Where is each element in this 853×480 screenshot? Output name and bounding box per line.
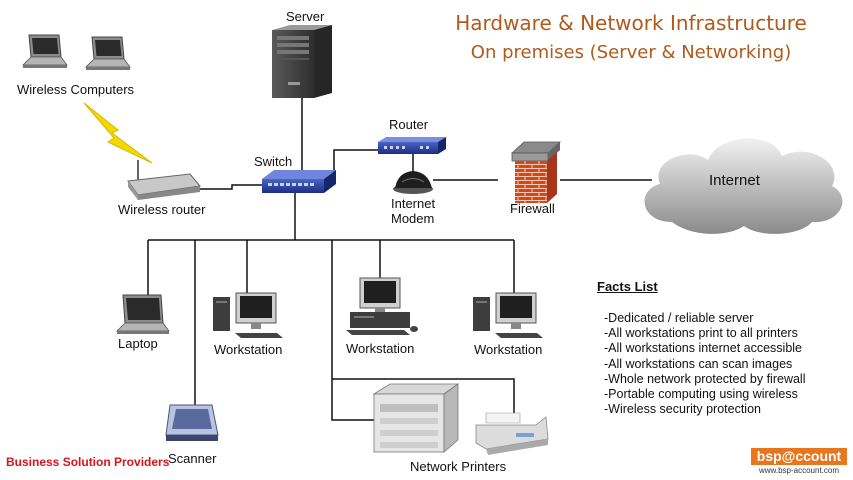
wireless-router-icon <box>127 160 201 200</box>
server-icon <box>272 25 332 98</box>
printer2-link <box>332 378 515 418</box>
workstation-icon <box>346 277 418 335</box>
workstation-label-1: Workstation <box>214 342 283 357</box>
firewall-label: Firewall <box>510 201 555 216</box>
printer-bus-drop <box>331 240 376 421</box>
switch-icon <box>262 170 336 193</box>
fact-item: -Whole network protected by firewall <box>604 371 806 386</box>
modem-label-line1: Internet <box>391 196 436 211</box>
switch-router-link <box>333 149 378 176</box>
modem-label-line2: Modem <box>391 211 435 226</box>
wireless-laptop-icon <box>85 36 131 70</box>
scanner-icon <box>165 404 219 441</box>
scanner-label: Scanner <box>168 451 217 466</box>
diagram-subtitle: On premises (Server & Networking) <box>470 42 792 63</box>
modem-icon <box>393 171 433 194</box>
fact-item: -Wireless security protection <box>604 402 761 417</box>
firewall-icon <box>510 141 562 203</box>
logo-text: bsp@ccount <box>751 448 847 465</box>
wireless-signal-icon <box>83 102 153 164</box>
facts-list: -Dedicated / reliable server -All workst… <box>604 311 805 417</box>
workstation-icon <box>213 292 283 338</box>
fact-item: -All workstations print to all printers <box>604 326 798 341</box>
company-name: Business Solution Providers <box>6 455 170 469</box>
workstation-icon <box>473 292 543 338</box>
diagram-title: Hardware & Network Infrastructure <box>455 11 807 35</box>
router-icon <box>378 137 446 154</box>
logo-url: www.bsp-account.com <box>758 466 840 475</box>
workstation-label-2: Workstation <box>346 341 415 356</box>
printer-icon <box>372 383 460 453</box>
facts-heading: Facts List <box>597 279 658 294</box>
laptop-label: Laptop <box>118 336 158 351</box>
internet-label: Internet <box>709 172 760 189</box>
internet-cloud-icon <box>644 138 843 234</box>
wireless-laptop-icon <box>22 34 68 68</box>
brand-logo: bsp@ccount www.bsp-account.com <box>751 448 847 476</box>
network-printers-label: Network Printers <box>410 459 507 474</box>
laptop-icon <box>116 294 170 334</box>
connection-lines <box>147 98 652 421</box>
printer-icon <box>475 412 549 455</box>
fact-item: -Portable computing using wireless <box>604 387 798 402</box>
fact-item: -All workstations internet accessible <box>604 341 802 356</box>
wireless-router-label: Wireless router <box>118 202 206 217</box>
workstation-label-3: Workstation <box>474 342 543 357</box>
server-label: Server <box>286 9 325 24</box>
router-label: Router <box>389 117 429 132</box>
fact-item: -All workstations can scan images <box>604 356 793 371</box>
fact-item: -Dedicated / reliable server <box>604 311 754 325</box>
switch-label: Switch <box>254 154 293 169</box>
wireless-computers-label: Wireless Computers <box>17 82 135 97</box>
wireless-router-switch-link <box>200 184 262 190</box>
